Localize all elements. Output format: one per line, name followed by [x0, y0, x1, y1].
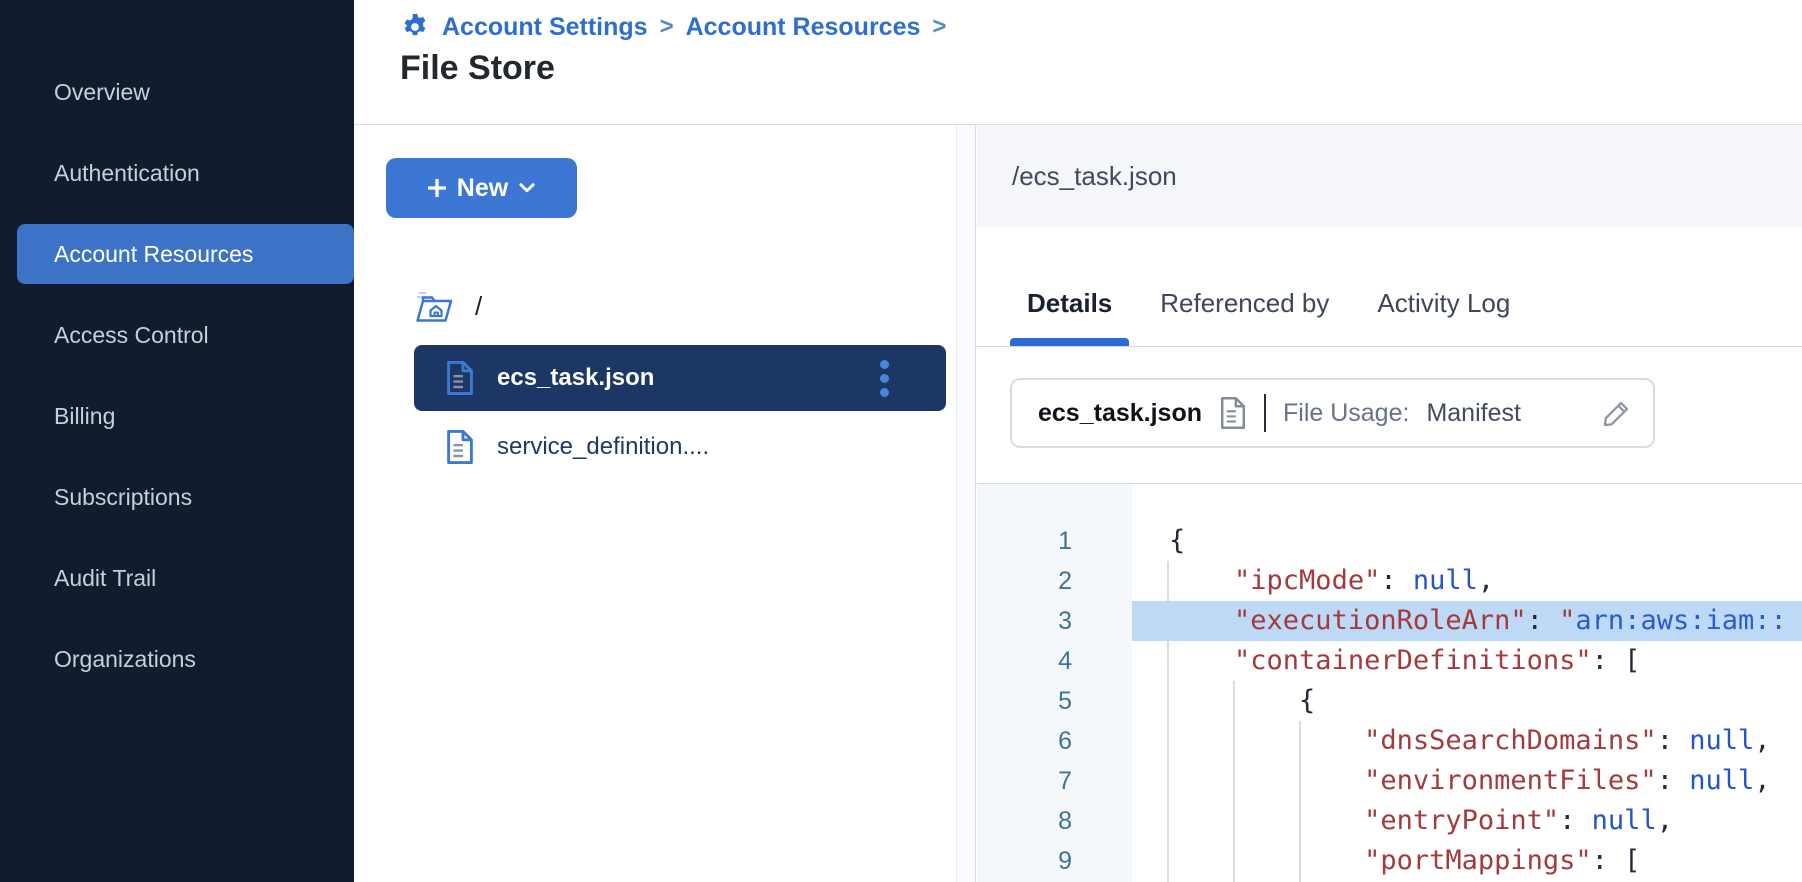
line-number: 8	[1058, 807, 1072, 835]
indent-guide	[1299, 721, 1301, 882]
line-number: 3	[1058, 607, 1072, 635]
line-number: 5	[1058, 687, 1072, 715]
code-viewer[interactable]: 1{2 "ipcMode": null,3 "executionRoleArn"…	[977, 483, 1802, 882]
code-line-content: {	[1169, 685, 1316, 716]
detail-header: /ecs_task.json	[977, 125, 1802, 227]
indent-guide	[1233, 681, 1235, 882]
tab-details[interactable]: Details	[1009, 288, 1130, 346]
file-usage-value: Manifest	[1426, 398, 1521, 427]
code-line-content: "dnsSearchDomains": null,	[1364, 725, 1771, 756]
file-icon	[447, 429, 473, 465]
file-icon	[447, 360, 473, 396]
line-number: 4	[1058, 647, 1072, 675]
tab-activity-log[interactable]: Activity Log	[1377, 288, 1511, 318]
file-name: ecs_task.json	[497, 364, 655, 391]
sidebar-item-organizations[interactable]: Organizations	[54, 645, 196, 672]
sidebar-item-audit-trail[interactable]: Audit Trail	[54, 564, 157, 591]
code-line: 1{	[977, 521, 1802, 561]
code-line: 3 "executionRoleArn": "arn:aws:iam::	[977, 601, 1802, 641]
line-number: 7	[1058, 767, 1072, 795]
info-divider	[1264, 394, 1266, 432]
file-name-label: ecs_task.json	[1038, 398, 1202, 427]
code-line-content: "portMappings": [	[1364, 845, 1641, 876]
code-gutter	[977, 484, 1132, 882]
file-row-service-definition[interactable]: service_definition....	[414, 417, 946, 477]
document-icon	[1220, 397, 1246, 429]
code-line: 7 "environmentFiles": null,	[977, 761, 1802, 801]
code-line-content: "environmentFiles": null,	[1364, 765, 1771, 796]
file-row-ecs-task-json[interactable]: ecs_task.json	[414, 345, 946, 411]
panel-divider	[956, 125, 976, 882]
new-button-label: New	[456, 173, 509, 202]
file-info-card: ecs_task.json File Usage: Manifest	[1010, 378, 1655, 448]
breadcrumb-links: Account Settings > Account Resources >	[442, 13, 946, 42]
file-list: ecs_task.json service_definition....	[386, 345, 956, 477]
line-number: 6	[1058, 727, 1072, 755]
code-line: 6 "dnsSearchDomains": null,	[977, 721, 1802, 761]
sidebar-item-billing[interactable]: Billing	[54, 402, 116, 429]
detail-panel: /ecs_task.json Details Referenced by Activ…	[977, 125, 1802, 882]
code-line: 9 "portMappings": [	[977, 841, 1802, 881]
gear-icon	[404, 13, 426, 36]
chevron-down-icon	[519, 183, 535, 193]
code-line: 5 {	[977, 681, 1802, 721]
line-number: 2	[1058, 567, 1072, 595]
file-usage-label: File Usage:	[1283, 398, 1410, 427]
file-panel: New / ecs_task.json service_definition..…	[354, 125, 956, 882]
tab-referenced-by[interactable]: Referenced by	[1160, 288, 1330, 318]
file-path-label: /ecs_task.json	[1012, 160, 1177, 191]
code-line: 4 "containerDefinitions": [	[977, 641, 1802, 681]
pencil-icon	[1603, 401, 1629, 427]
sidebar-item-subscriptions[interactable]: Subscriptions	[54, 483, 193, 510]
kebab-menu-icon[interactable]	[876, 356, 893, 401]
page-title: File Store	[400, 49, 555, 87]
code-line-content: "entryPoint": null,	[1364, 805, 1673, 836]
edit-usage-button[interactable]	[1601, 397, 1633, 429]
page-header: Account Settings > Account Resources > File…	[354, 0, 1802, 124]
line-number: 9	[1058, 847, 1072, 875]
code-line: 2 "ipcMode": null,	[977, 561, 1802, 601]
sidebar-item-authentication[interactable]: Authentication	[54, 159, 200, 186]
plus-icon	[427, 179, 446, 197]
breadcrumb: Account Settings > Account Resources >	[400, 10, 1802, 44]
code-line-content: "executionRoleArn": "arn:aws:iam::	[1132, 601, 1802, 641]
sidebar-item-overview[interactable]: Overview	[54, 78, 150, 105]
breadcrumb-separator: >	[932, 13, 947, 40]
line-number: 1	[1058, 527, 1072, 555]
code-line: 8 "entryPoint": null,	[977, 801, 1802, 841]
root-path-label: /	[475, 290, 483, 321]
code-rows: 1{2 "ipcMode": null,3 "executionRoleArn"…	[977, 484, 1802, 881]
file-name: service_definition....	[497, 433, 710, 460]
detail-info-section: ecs_task.json File Usage: Manifest	[977, 347, 1802, 483]
indent-guide	[1167, 561, 1169, 882]
new-button[interactable]: New	[386, 158, 577, 218]
sidebar-item-account-resources[interactable]: Account Resources	[17, 224, 354, 284]
code-line-content: "containerDefinitions": [	[1234, 645, 1641, 676]
breadcrumb-link-account-resources[interactable]: Account Resources	[685, 12, 921, 41]
header-divider	[354, 124, 1802, 125]
sidebar-item-access-control[interactable]: Access Control	[54, 321, 209, 348]
folder-home-icon	[416, 291, 453, 322]
breadcrumb-link-account-settings[interactable]: Account Settings	[442, 12, 648, 41]
root-folder-row[interactable]: /	[415, 288, 956, 324]
detail-tabs: Details Referenced by Activity Log	[977, 227, 1802, 347]
code-line-content: {	[1169, 525, 1186, 556]
breadcrumb-separator: >	[659, 13, 674, 40]
code-line-content: "ipcMode": null,	[1234, 565, 1495, 596]
